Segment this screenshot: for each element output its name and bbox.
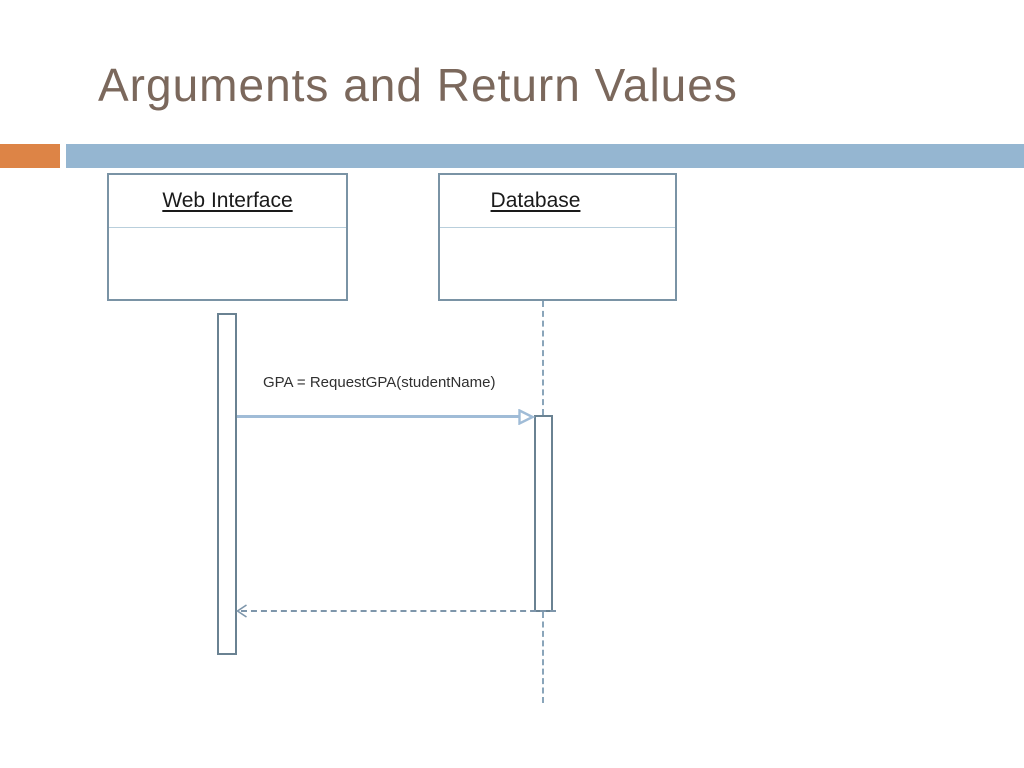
participant-label-web-interface: Web Interface — [162, 189, 293, 212]
lifeline-database-lower — [542, 612, 544, 703]
call-arrow-line — [237, 415, 520, 418]
participant-label-database: Database — [490, 189, 581, 212]
participant-name-cell: Web Interface — [109, 175, 346, 228]
participant-box-web-interface: Web Interface — [107, 173, 348, 301]
lifeline-database-upper — [542, 301, 544, 415]
call-arrow-head-icon — [518, 409, 535, 425]
return-arrow-line — [241, 610, 556, 612]
accent-bar-orange — [0, 144, 60, 168]
return-arrow-head-icon — [236, 604, 247, 618]
activation-bar-web-interface — [217, 313, 237, 655]
message-label-call: GPA = RequestGPA(studentName) — [263, 374, 496, 391]
participant-name-cell: Database — [440, 175, 675, 228]
activation-bar-database — [534, 415, 553, 612]
accent-bar-blue — [66, 144, 1024, 168]
participant-box-database: Database — [438, 173, 677, 301]
slide-title: Arguments and Return Values — [98, 59, 738, 111]
